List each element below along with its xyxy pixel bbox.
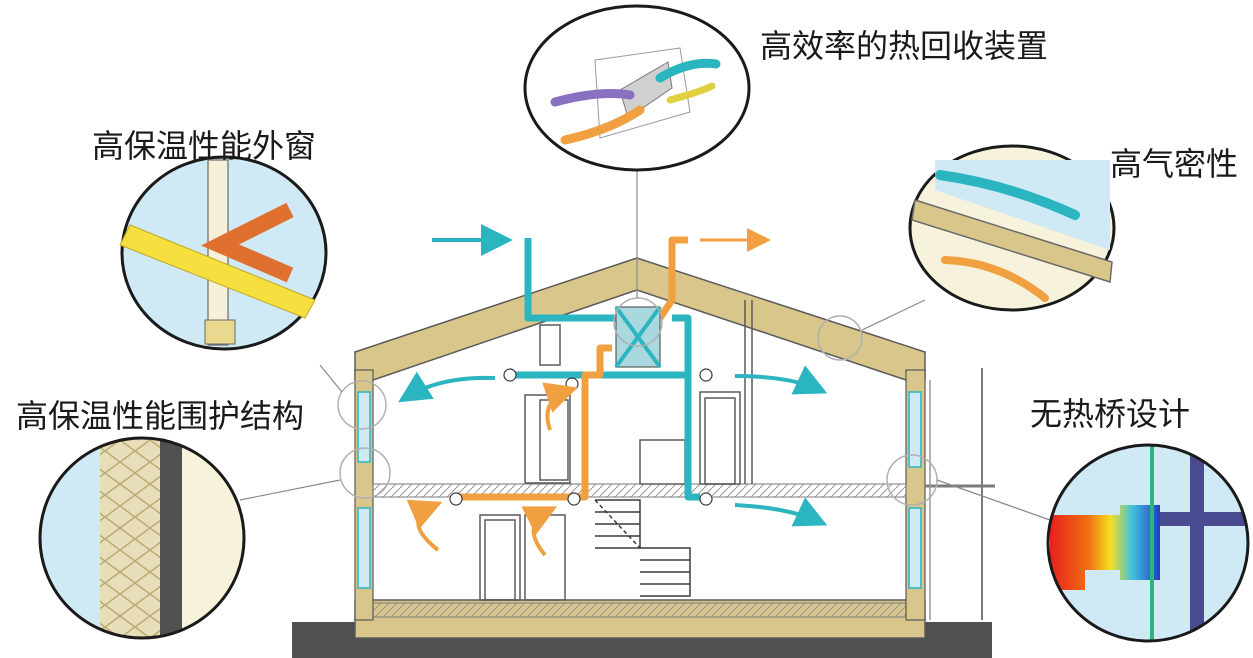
exhaust-duct bbox=[460, 236, 688, 501]
diffusers bbox=[449, 368, 713, 506]
leader-lines bbox=[239, 170, 1051, 521]
callout-window bbox=[119, 155, 328, 351]
label-airtightness: 高气密性 bbox=[1110, 145, 1239, 183]
callout-airtightness bbox=[908, 144, 1116, 312]
label-heat-recovery: 高效率的热回收装置 bbox=[760, 27, 1049, 65]
label-envelope: 高保温性能围护结构 bbox=[16, 397, 305, 435]
callout-heat-recovery bbox=[523, 4, 751, 172]
right-window-lower bbox=[908, 507, 922, 589]
left-window-lower bbox=[357, 507, 371, 589]
left-window-upper bbox=[357, 391, 371, 463]
right-window-upper bbox=[908, 391, 922, 468]
staircase bbox=[594, 499, 691, 597]
callout-envelope bbox=[38, 436, 246, 640]
label-thermal-bridge: 无热桥设计 bbox=[1030, 395, 1191, 433]
house bbox=[292, 257, 995, 658]
floor-slab-ground bbox=[372, 602, 908, 618]
airflow-arrows bbox=[398, 224, 828, 557]
interior bbox=[479, 300, 753, 601]
callout-thermal-bridge bbox=[1046, 443, 1250, 643]
label-window: 高保温性能外窗 bbox=[92, 127, 317, 165]
